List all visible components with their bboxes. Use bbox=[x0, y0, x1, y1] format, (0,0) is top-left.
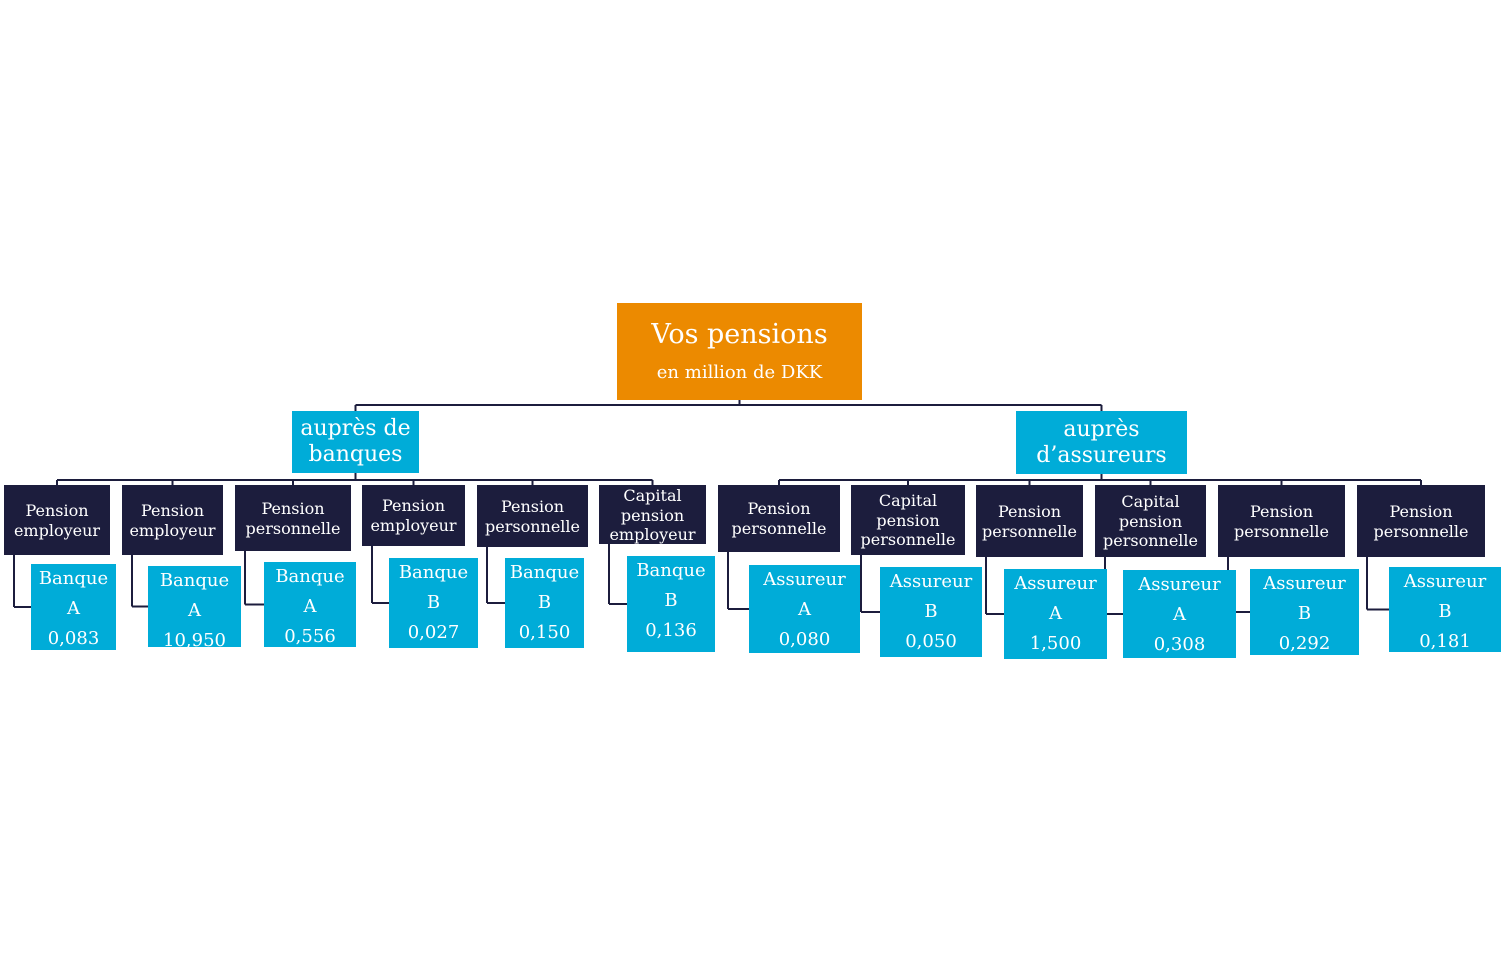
category-label-line2: employeur bbox=[370, 516, 457, 535]
institution-letter: B bbox=[537, 592, 552, 613]
pension-value: 1,500 bbox=[1029, 633, 1082, 654]
root-node: Vos pensions en million de DKK bbox=[617, 303, 862, 400]
category-label-line3: employeur bbox=[609, 524, 696, 544]
category-label-line1: Pension bbox=[25, 500, 89, 520]
pension-value: 0,136 bbox=[645, 620, 697, 641]
institution-letter: B bbox=[1297, 603, 1312, 624]
category-label-line2: personnelle bbox=[485, 516, 580, 536]
institution-letter: A bbox=[798, 599, 811, 620]
pension-value: 0,027 bbox=[407, 622, 460, 643]
pension-value: 0,292 bbox=[1278, 633, 1331, 654]
pension-value: 0,556 bbox=[284, 626, 336, 647]
category-label-line2: personnelle bbox=[731, 519, 827, 538]
pension-value: 0,181 bbox=[1419, 631, 1471, 652]
pension-value: 0,083 bbox=[47, 628, 100, 649]
category-label-line2: pension bbox=[876, 511, 940, 530]
institution-name: Assureur bbox=[1014, 573, 1097, 594]
pension-value: 10,950 bbox=[163, 630, 226, 647]
category-label-line1: Capital bbox=[623, 485, 682, 505]
institution-name: Banque bbox=[509, 562, 580, 583]
institution-letter: A bbox=[67, 598, 80, 619]
institution-name: Banque bbox=[159, 570, 230, 591]
category-label-line1: Pension bbox=[381, 496, 446, 515]
category-label-line2: pension bbox=[620, 505, 685, 525]
category-label-line1: Pension bbox=[1389, 501, 1453, 521]
category-label-line1: Pension bbox=[747, 499, 811, 518]
category-label-line1: Pension bbox=[1249, 501, 1314, 521]
root-subtitle: en million de DKK bbox=[656, 361, 823, 383]
institution-letter: A bbox=[1173, 604, 1186, 625]
category-label-line2: personnelle bbox=[1373, 521, 1469, 541]
institution-letter: A bbox=[188, 600, 201, 621]
institution-name: Assureur bbox=[1403, 571, 1487, 592]
institution-letter: B bbox=[924, 601, 938, 622]
institution-letter: A bbox=[303, 596, 317, 617]
category-label-line2: pension bbox=[1118, 512, 1183, 531]
category-label-line1: Pension bbox=[261, 498, 325, 518]
pension-value: 0,308 bbox=[1153, 634, 1206, 655]
category-label-line3: personnelle bbox=[860, 530, 956, 549]
institution-name: Banque bbox=[38, 568, 109, 589]
pension-value: 0,050 bbox=[905, 631, 957, 652]
group-banks-label: auprès de banques bbox=[300, 416, 411, 467]
institution-name: Assureur bbox=[889, 571, 973, 592]
institution-name: Assureur bbox=[1263, 573, 1346, 594]
pension-value: 0,150 bbox=[518, 622, 571, 643]
category-label-line3: personnelle bbox=[1103, 531, 1198, 550]
institution-name: Banque bbox=[636, 560, 706, 581]
institution-letter: B bbox=[664, 590, 678, 611]
category-label-line2: personnelle bbox=[245, 518, 341, 538]
category-label-line2: employeur bbox=[13, 520, 101, 540]
category-label-line1: Capital bbox=[878, 491, 938, 510]
group-insurers: auprès d’assureurs bbox=[1016, 411, 1187, 474]
group-insurers-label: auprès d’assureurs bbox=[1036, 416, 1167, 468]
root-title: Vos pensions bbox=[651, 318, 828, 350]
institution-name: Banque bbox=[275, 566, 345, 587]
group-banks: auprès de banques bbox=[292, 411, 419, 473]
institution-name: Banque bbox=[398, 562, 469, 583]
category-label-line2: employeur bbox=[129, 520, 216, 540]
category-label-line1: Pension bbox=[140, 500, 205, 520]
institution-letter: A bbox=[1049, 603, 1062, 624]
category-label-line1: Pension bbox=[997, 501, 1062, 521]
institution-name: Assureur bbox=[1138, 574, 1221, 595]
category-label-line1: Capital bbox=[1121, 492, 1180, 511]
category-label-line2: personnelle bbox=[1234, 521, 1329, 541]
category-label-line1: Pension bbox=[500, 496, 565, 516]
category-label-line2: personnelle bbox=[982, 521, 1077, 541]
institution-name: Assureur bbox=[763, 569, 846, 590]
institution-letter: B bbox=[426, 592, 441, 613]
institution-letter: B bbox=[1438, 601, 1452, 622]
pension-value: 0,080 bbox=[778, 629, 831, 650]
